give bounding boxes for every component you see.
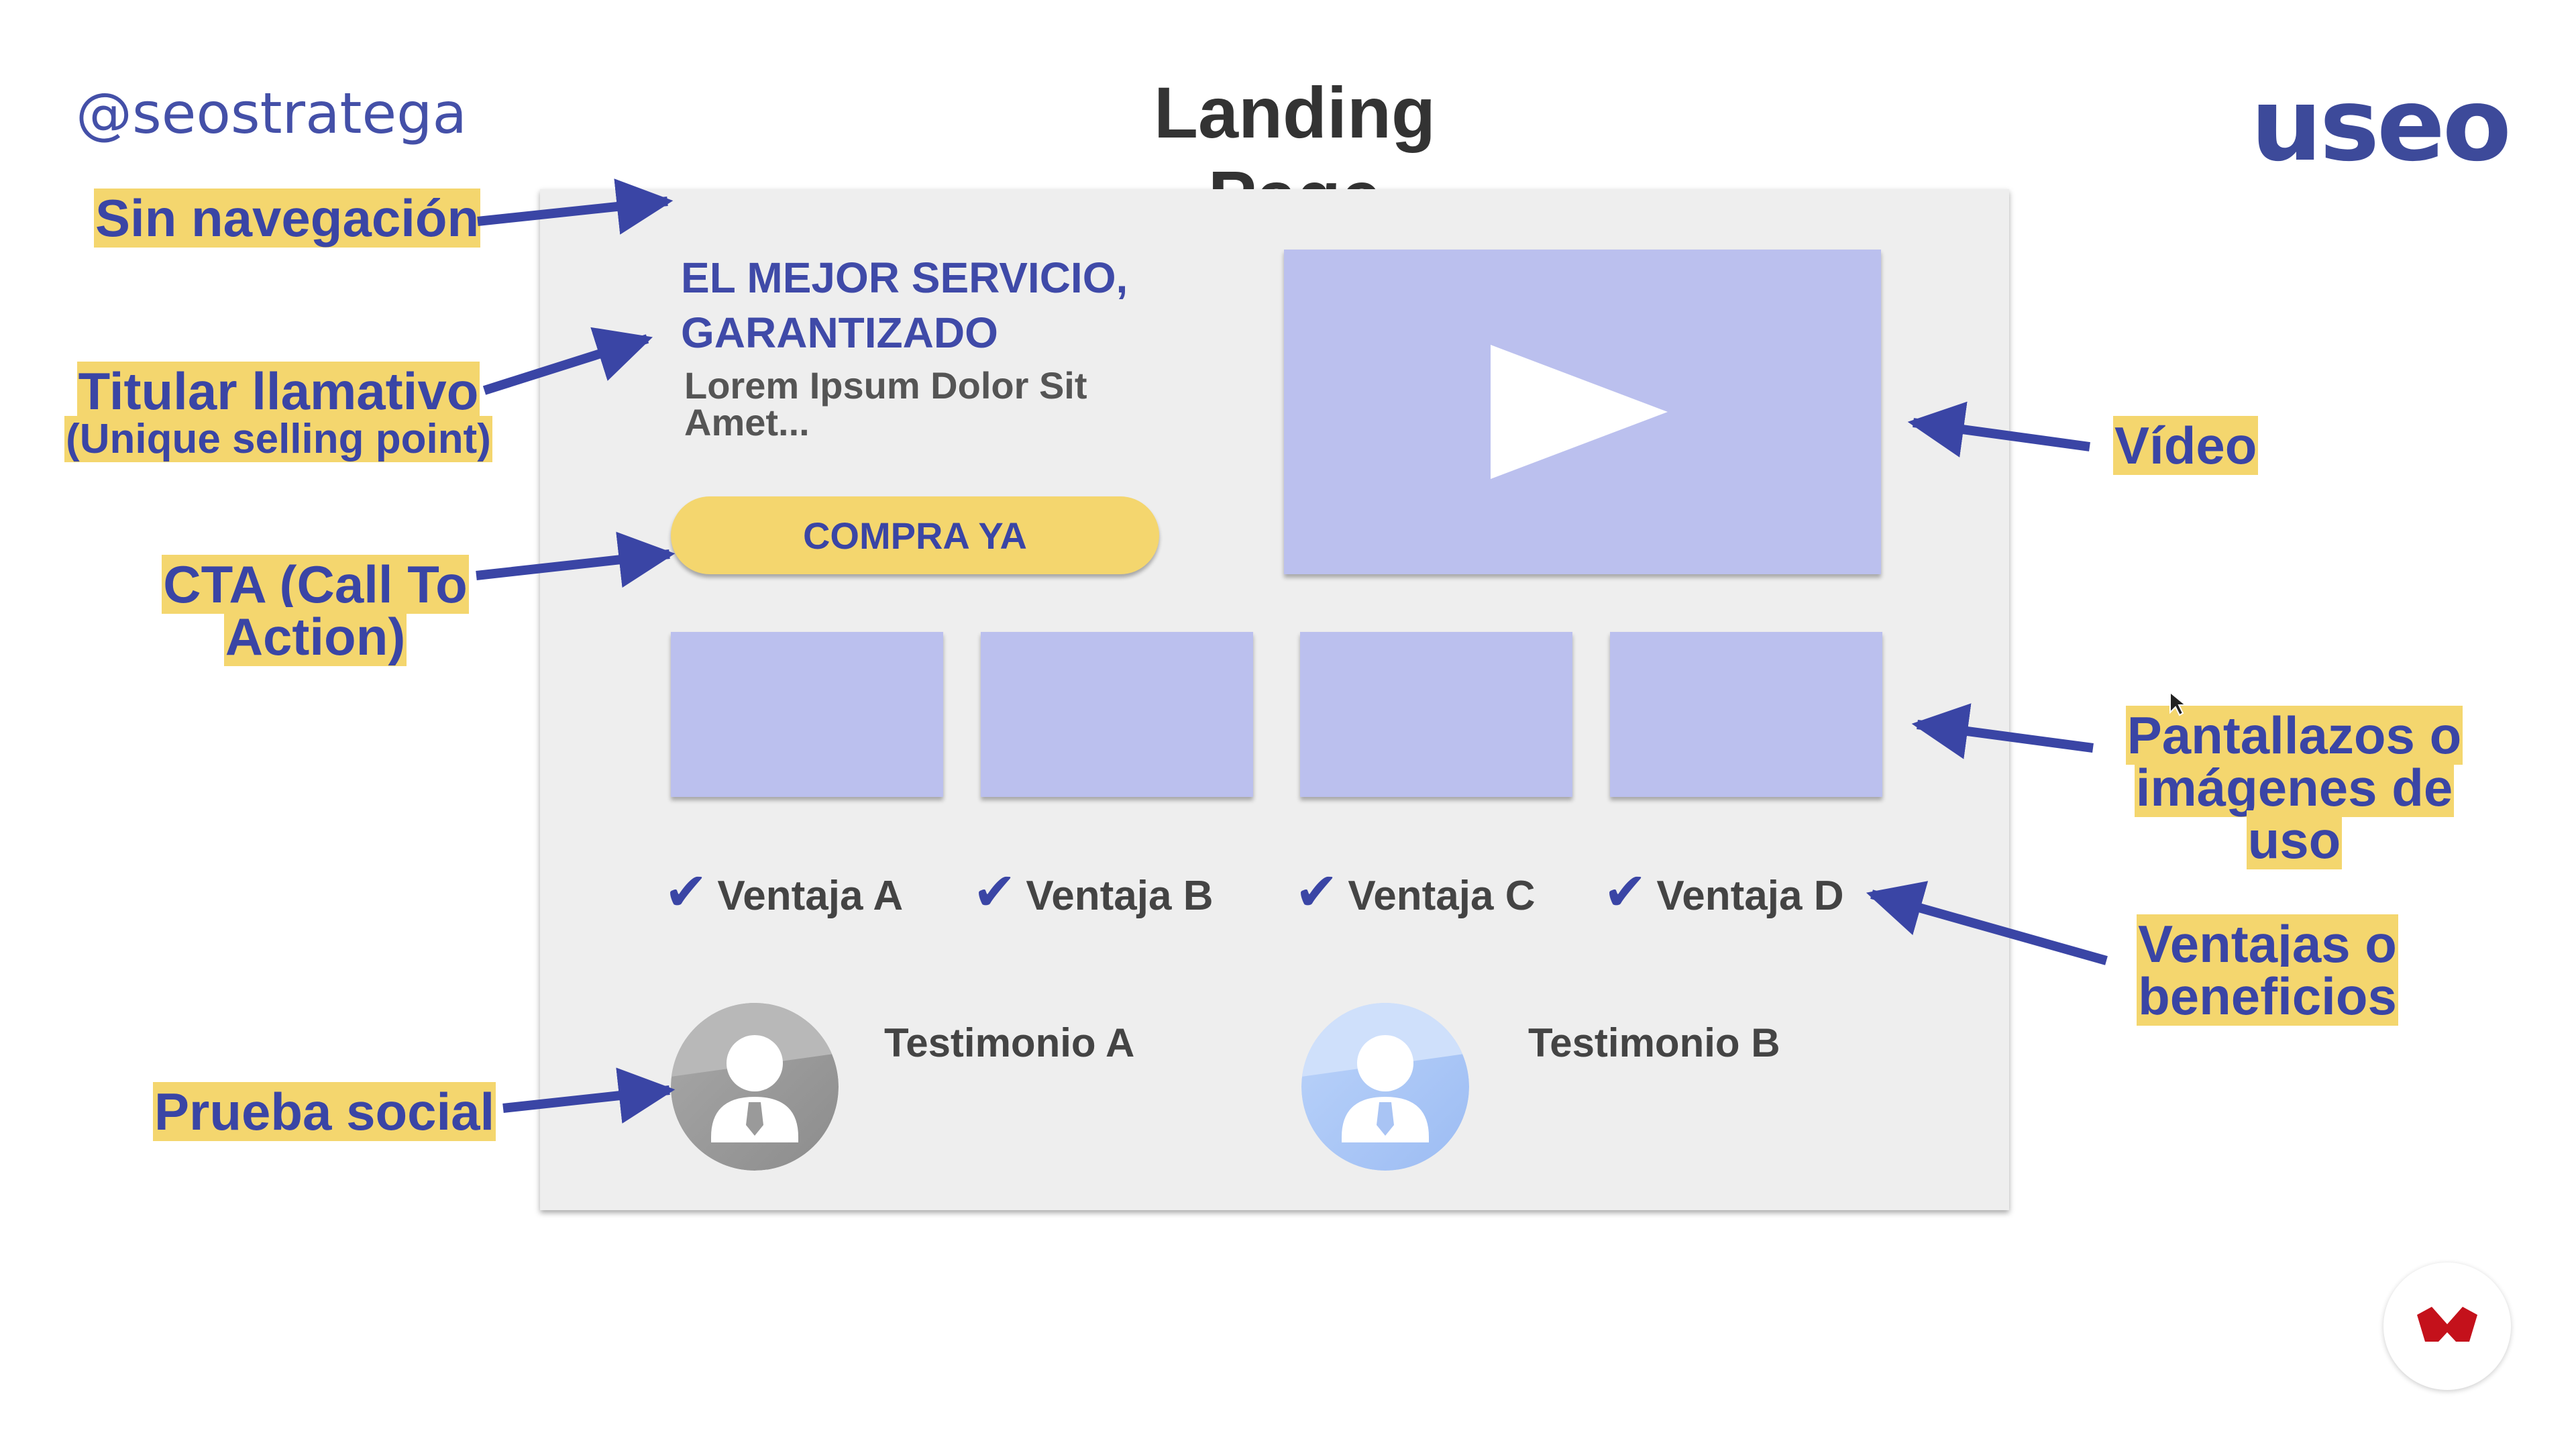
- label-pantallazos: Pantallazos o imágenes de uso: [2086, 706, 2502, 869]
- label-ventajas-line-1: Ventajas o: [2137, 914, 2398, 973]
- label-prueba-social: Prueba social: [153, 1082, 496, 1141]
- screenshot-placeholder-1: [671, 632, 943, 797]
- label-sin-navegacion-text: Sin navegación: [94, 189, 481, 248]
- advantage-label: Ventaja C: [1348, 873, 1536, 919]
- video-placeholder[interactable]: [1284, 250, 1881, 574]
- arrow-sin-navegacion: [477, 178, 674, 235]
- play-icon: [1491, 345, 1668, 479]
- label-cta-line-1: CTA (Call To: [162, 555, 469, 614]
- advantage-item-c: ✔Ventaja C: [1295, 862, 1535, 922]
- advantage-item-b: ✔Ventaja B: [973, 862, 1213, 922]
- arrow-video: [1907, 401, 2090, 458]
- label-video-text: Vídeo: [2113, 416, 2259, 475]
- label-cta: CTA (Call To Action): [131, 555, 500, 666]
- arrow-cta: [476, 531, 676, 588]
- useo-logo: useo: [2251, 67, 2512, 184]
- cursor-icon: [2169, 690, 2188, 716]
- arrow-pantallazos: [1911, 703, 2094, 759]
- label-sin-navegacion: Sin navegación: [94, 189, 481, 248]
- checkmark-icon: ✔: [1603, 862, 1648, 922]
- label-pantallazos-line-1: Pantallazos o: [2125, 706, 2463, 765]
- checkmark-icon: ✔: [973, 862, 1017, 922]
- lorem-line-2: Amet...: [684, 400, 810, 443]
- advantage-item-a: ✔Ventaja A: [664, 862, 903, 922]
- label-titular: Titular llamativo (Unique selling point): [50, 362, 506, 462]
- screenshot-placeholder-4: [1610, 632, 1882, 797]
- advantage-label: Ventaja D: [1656, 873, 1844, 919]
- screenshot-placeholder-3: [1300, 632, 1572, 797]
- brand-badge[interactable]: [2383, 1263, 2511, 1390]
- testimonial-a: Testimonio A: [884, 1020, 1135, 1065]
- label-titular-text: Titular llamativo: [76, 362, 480, 421]
- label-titular-sub: (Unique selling point): [64, 416, 492, 462]
- mockup-subheadline: Lorem Ipsum Dolor Sit Amet...: [684, 364, 1154, 443]
- label-video: Vídeo: [2113, 416, 2259, 475]
- mockup-headline: EL MEJOR SERVICIO, GARANTIZADO: [681, 251, 1218, 361]
- arrow-titular: [482, 327, 653, 395]
- label-pantallazos-line-2: imágenes de uso: [2134, 758, 2455, 869]
- advantage-label: Ventaja B: [1026, 873, 1214, 919]
- avatar-gray-icon: [671, 1003, 839, 1171]
- checkmark-icon: ✔: [664, 862, 708, 922]
- label-prueba-social-text: Prueba social: [153, 1082, 496, 1141]
- label-ventajas-line-2: beneficios: [2137, 967, 2398, 1026]
- twitter-handle: @seostratega: [76, 80, 467, 146]
- headline-line-2: GARANTIZADO: [681, 308, 998, 357]
- advantage-item-d: ✔Ventaja D: [1603, 862, 1843, 922]
- lorem-line-1: Lorem Ipsum Dolor Sit: [684, 364, 1087, 407]
- label-cta-line-2: Action): [223, 607, 407, 666]
- red-logo-icon: [2417, 1307, 2477, 1342]
- testimonial-b: Testimonio B: [1528, 1020, 1780, 1065]
- screenshot-placeholder-2: [981, 632, 1253, 797]
- label-ventajas: Ventajas o beneficios: [2120, 914, 2415, 1026]
- advantage-label: Ventaja A: [717, 873, 904, 919]
- checkmark-icon: ✔: [1295, 862, 1339, 922]
- arrow-prueba-social: [502, 1067, 676, 1124]
- compra-ya-button[interactable]: COMPRA YA: [671, 496, 1159, 574]
- headline-line-1: EL MEJOR SERVICIO,: [681, 254, 1128, 302]
- arrow-ventajas: [1866, 881, 2108, 965]
- avatar-blue-icon: [1301, 1003, 1469, 1171]
